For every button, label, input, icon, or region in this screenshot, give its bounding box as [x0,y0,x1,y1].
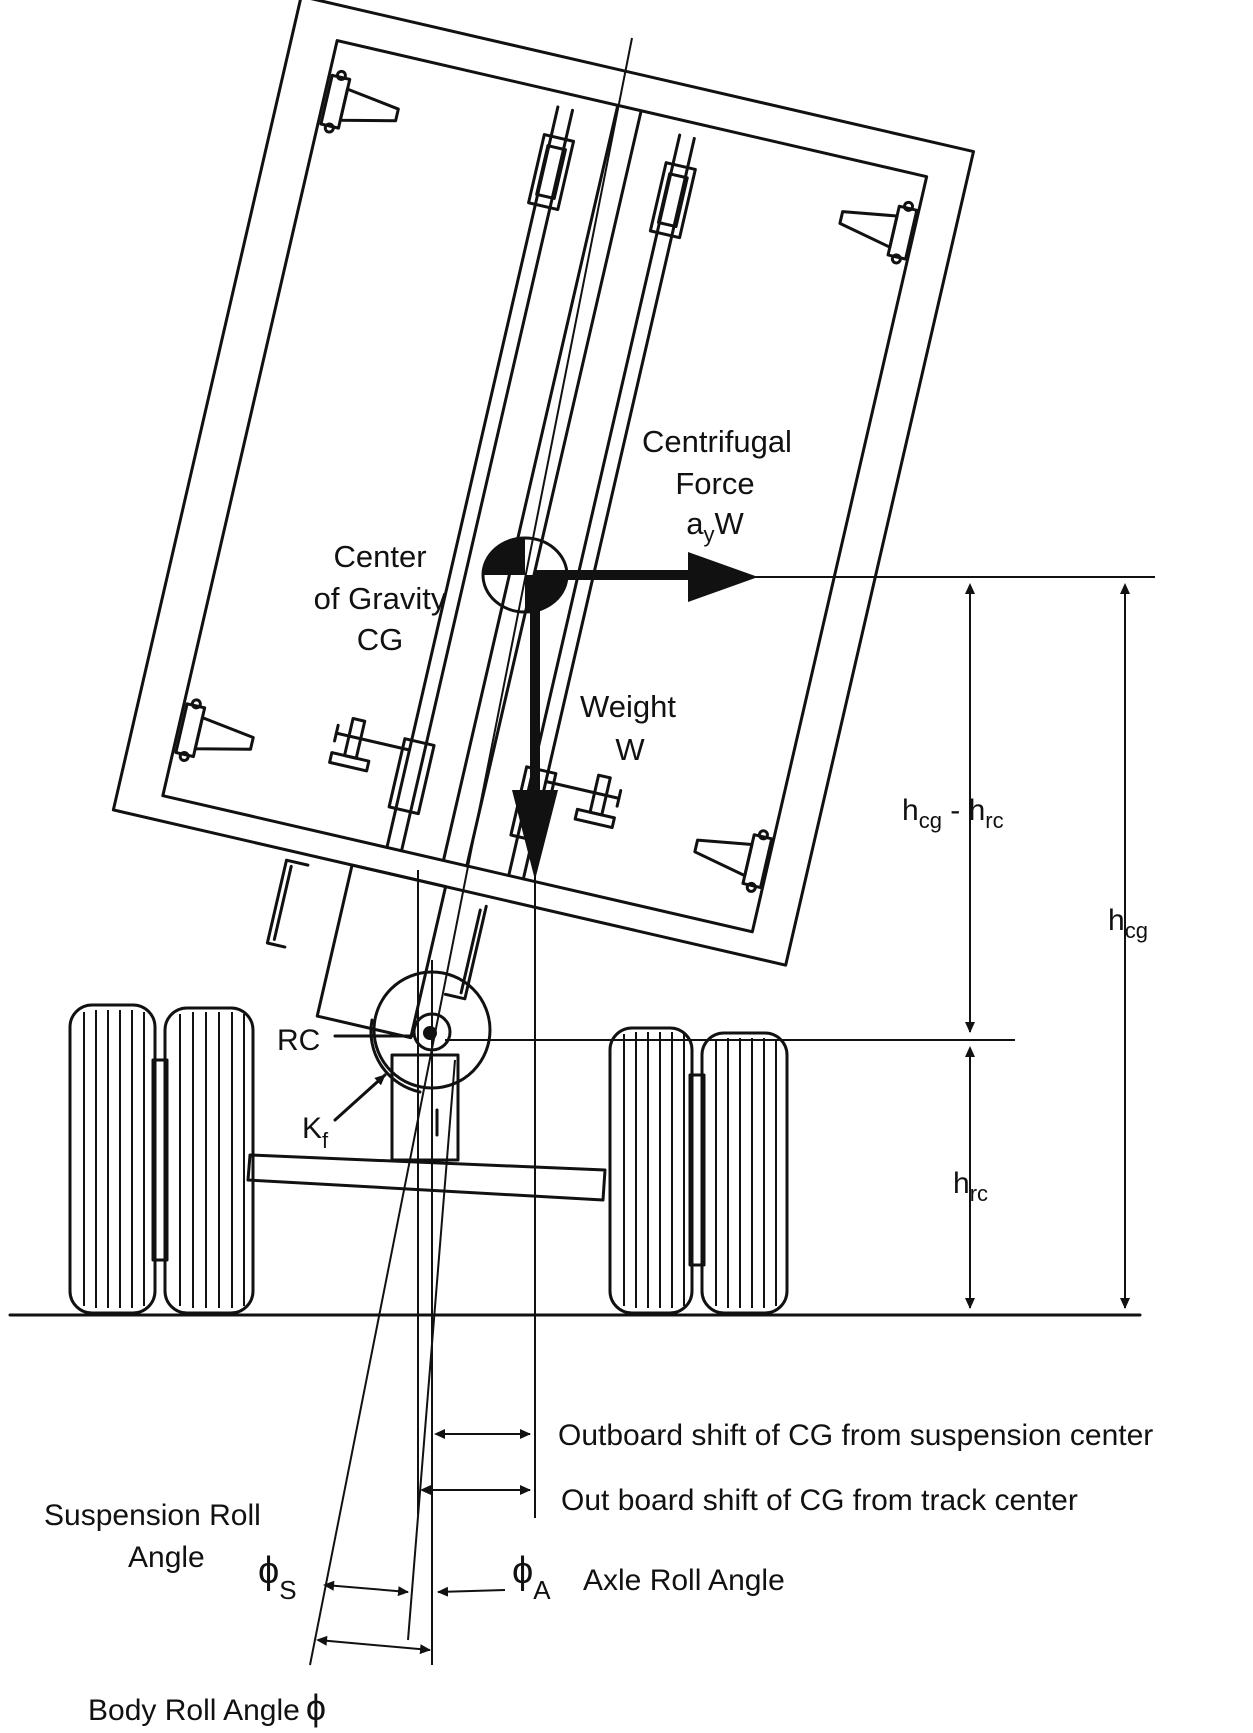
phi-s-label: ϕS [258,1550,297,1605]
kf-spring-arc [369,1018,422,1094]
centrifugal-label-3: ayW [686,506,744,547]
centrifugal-label-2: Force [675,466,754,501]
body-centerline [309,37,633,1666]
phi-a-arrow [437,1586,506,1597]
right-inner-tire [608,1026,694,1315]
hrc-label: hrc [953,1167,988,1206]
weight-label-2: W [615,732,645,767]
left-inner-tire [163,1006,255,1315]
cg-label-2: of Gravity [314,581,447,616]
outboard-track-label: Out board shift of CG from track center [561,1484,1078,1517]
rc-label: RC [277,1024,320,1057]
left-outer-tire [68,1003,157,1315]
phi-a-label: ϕA [512,1550,551,1605]
susp-roll-label-1: Suspension Roll [44,1499,261,1532]
kf-label: Kf [302,1112,329,1153]
axle-tilt-line [407,1059,456,1641]
right-hub [688,1073,706,1267]
centrifugal-label-1: Centrifugal [642,424,792,459]
hcg-minus-hrc-label: hcg - hrc [902,794,1004,833]
body-roll-arrow [316,1635,431,1655]
cg-label-3: CG [357,622,404,657]
weight-arrow [512,580,558,880]
weight-label-1: Weight [580,689,676,724]
trailer-body [111,0,976,1040]
susp-roll-label-2: Angle [128,1541,205,1574]
kf-pointer [333,1073,387,1122]
outboard-susp-label: Outboard shift of CG from suspension cen… [558,1419,1153,1452]
left-hub [151,1058,169,1262]
right-outer-tire [700,1031,789,1315]
axle-roll-label: Axle Roll Angle [583,1564,785,1597]
cg-label-1: Center [333,539,426,574]
hcg-label: hcg [1108,904,1148,943]
axle-beam [246,1153,607,1202]
phi-s-arrow [323,1580,409,1597]
suspension-post [390,1053,460,1162]
